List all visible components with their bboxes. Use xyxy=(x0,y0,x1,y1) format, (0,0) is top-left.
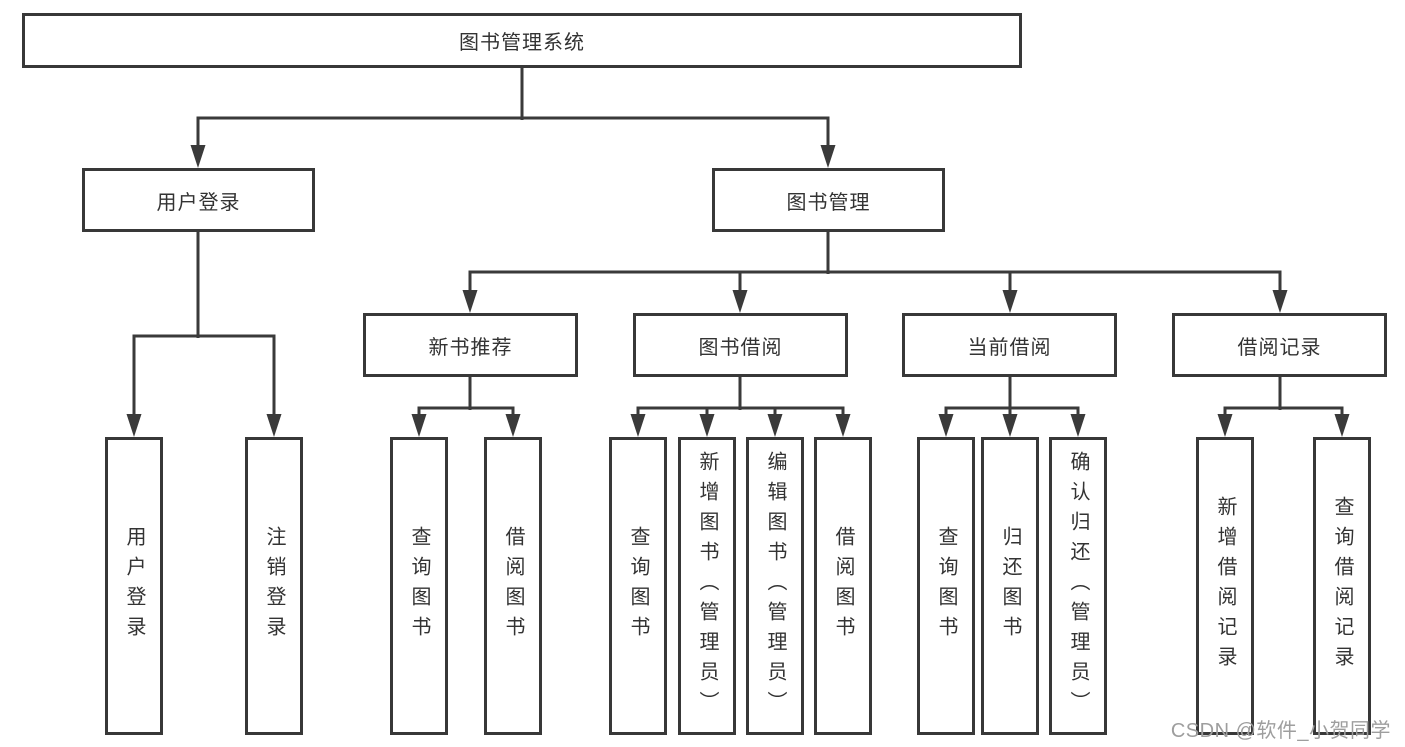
leaf-label: 查询借阅记录 xyxy=(1331,496,1353,676)
node-book-borrowing: 图书借阅 xyxy=(633,313,848,377)
node-book-management: 图书管理 xyxy=(712,168,945,232)
node-query-books-borrowing: 查询图书 xyxy=(609,437,667,735)
node-confirm-return-admin: 确认归还（管理员） xyxy=(1049,437,1107,735)
leaf-label: 借阅图书 xyxy=(502,526,524,646)
node-user-login: 用户登录 xyxy=(82,168,315,232)
leaf-label: 归还图书 xyxy=(999,526,1021,646)
node-query-books-recommendation: 查询图书 xyxy=(390,437,448,735)
node-return-books: 归还图书 xyxy=(981,437,1039,735)
node-borrowing-records: 借阅记录 xyxy=(1172,313,1387,377)
leaf-label: 编辑图书（管理员） xyxy=(764,451,786,721)
node-borrow-books-recommendation: 借阅图书 xyxy=(484,437,542,735)
node-query-books-current: 查询图书 xyxy=(917,437,975,735)
node-new-book-recommendation: 新书推荐 xyxy=(363,313,578,377)
node-edit-books-admin: 编辑图书（管理员） xyxy=(746,437,804,735)
leaf-label: 借阅图书 xyxy=(832,526,854,646)
leaf-label: 注销登录 xyxy=(263,526,285,646)
leaf-label: 查询图书 xyxy=(935,526,957,646)
leaf-label: 新增借阅记录 xyxy=(1214,496,1236,676)
watermark-text: CSDN @软件_小贺同学 xyxy=(1170,720,1391,742)
node-logout: 注销登录 xyxy=(245,437,303,735)
leaf-label: 查询图书 xyxy=(627,526,649,646)
node-user-login-leaf: 用户登录 xyxy=(105,437,163,735)
leaf-label: 用户登录 xyxy=(123,526,145,646)
node-add-books-admin: 新增图书（管理员） xyxy=(678,437,736,735)
node-query-borrow-record: 查询借阅记录 xyxy=(1313,437,1371,735)
leaf-label: 确认归还（管理员） xyxy=(1067,451,1089,721)
node-book-management-system: 图书管理系统 xyxy=(22,13,1022,68)
leaf-label: 新增图书（管理员） xyxy=(696,451,718,721)
leaf-label: 查询图书 xyxy=(408,526,430,646)
node-current-borrowing: 当前借阅 xyxy=(902,313,1117,377)
node-add-borrow-record: 新增借阅记录 xyxy=(1196,437,1254,735)
node-borrow-books-borrowing: 借阅图书 xyxy=(814,437,872,735)
